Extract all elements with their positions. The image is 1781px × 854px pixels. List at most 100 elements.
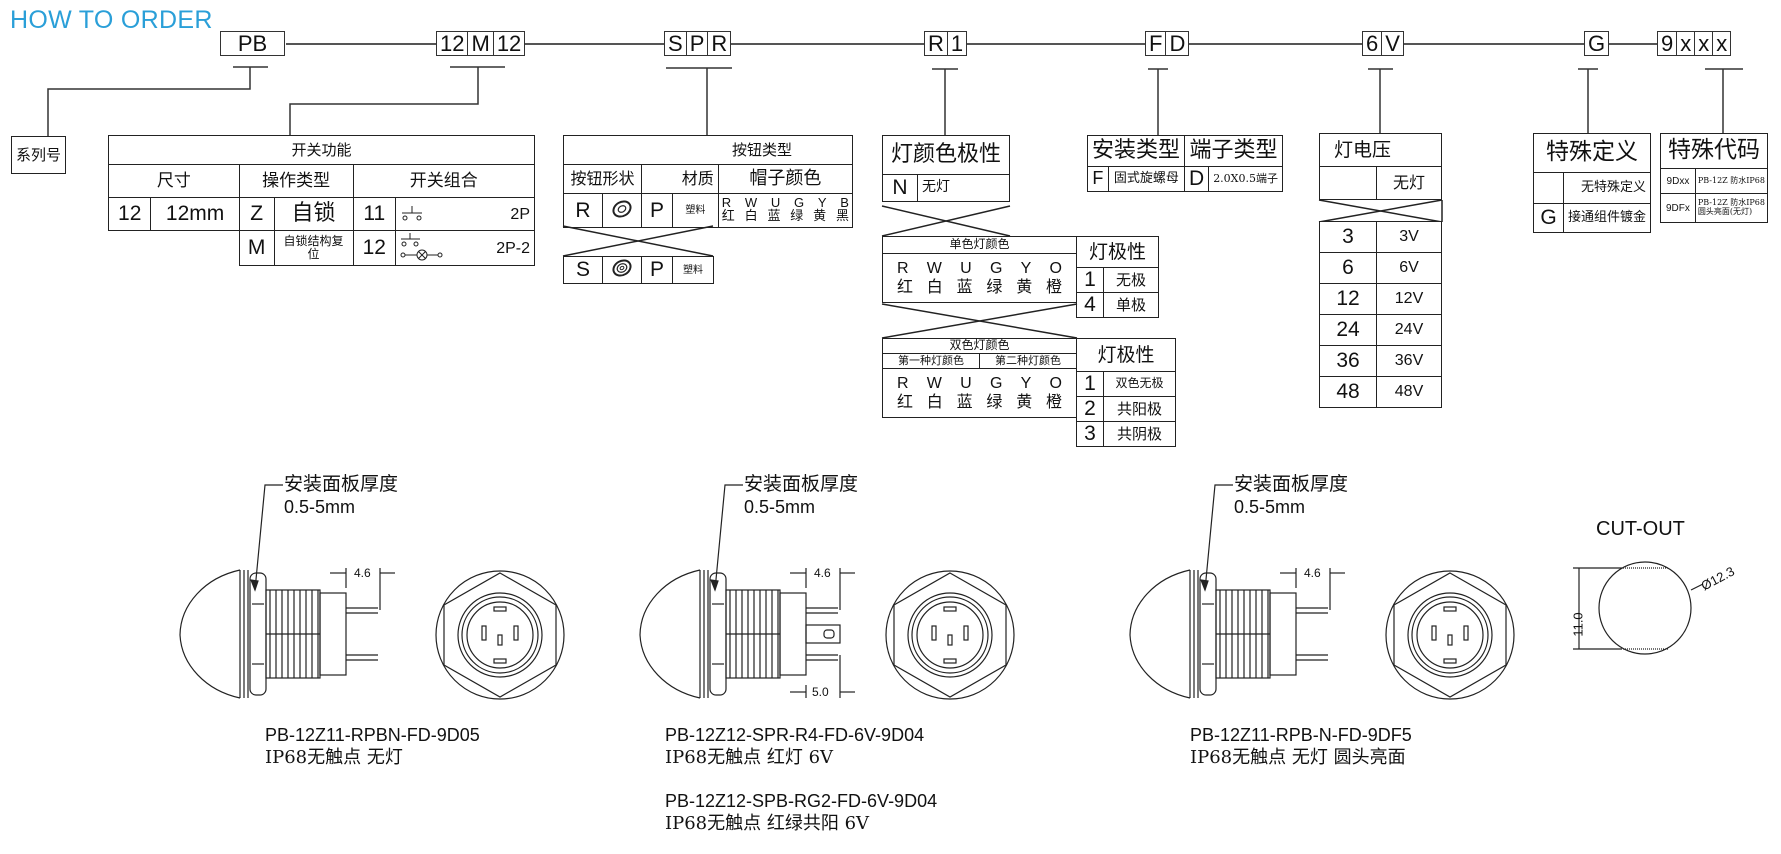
code-connector-line xyxy=(286,43,1666,45)
page-title: HOW TO ORDER xyxy=(10,6,213,34)
dimension-top: 4.6 xyxy=(354,566,371,580)
voltage-label: 6V xyxy=(1376,252,1442,284)
color-code: W xyxy=(744,195,758,210)
panel-thickness-label: 安装面板厚度 xyxy=(284,473,399,495)
color-code: U xyxy=(960,260,972,278)
code-cell: R xyxy=(928,30,944,56)
color-name: 白 xyxy=(926,277,943,296)
mount-terminal-table: 安装类型 端子类型 F 固式旋螺母 D 2.0X0.5端子 xyxy=(1086,135,1284,192)
size-code: 12 xyxy=(107,197,152,231)
switch-contact-icon xyxy=(402,206,422,221)
code-cell: S xyxy=(668,30,683,56)
cross-lines xyxy=(881,205,1011,237)
dimension-top: 4.6 xyxy=(1304,566,1321,580)
button-type-row-s: S P 塑料 xyxy=(563,256,714,284)
cross-lines xyxy=(1318,199,1443,223)
terminal-code: D xyxy=(1184,166,1210,192)
color-name: 黄 xyxy=(813,209,827,225)
special-def-code: G xyxy=(1533,203,1564,233)
switch-side-view xyxy=(1129,484,1515,700)
code-cell: 12 xyxy=(440,30,465,56)
polarity-code: 2 xyxy=(1076,396,1104,422)
no-lamp-label: 无灯 xyxy=(917,174,1010,202)
material-label: 塑料 xyxy=(672,193,719,228)
color-name: 白 xyxy=(926,392,943,411)
series-table: 系列号 xyxy=(10,136,67,174)
special-code-code: 9DFx xyxy=(1660,193,1696,223)
code-box-series: PB xyxy=(220,31,285,56)
second-color-label: 第二种灯颜色 xyxy=(979,353,1077,369)
col-cap: 帽子颜色 xyxy=(717,164,854,194)
code-box-lamp-color: R 1 xyxy=(924,30,968,56)
code-cell: 6 xyxy=(1366,30,1379,56)
cross-lines xyxy=(881,303,1078,339)
code-box-lamp-voltage: 6 V xyxy=(1362,31,1404,56)
color-code: R xyxy=(897,260,909,278)
terminal-title: 端子类型 xyxy=(1184,135,1284,167)
col-combo: 开关组合 xyxy=(352,164,536,198)
special-def-title: 特殊定义 xyxy=(1533,133,1651,173)
col-material: 材质 xyxy=(641,164,719,194)
material-code: P xyxy=(641,193,673,228)
panel-thickness-range: 0.5-5mm xyxy=(1234,497,1306,517)
cross-lines xyxy=(562,225,714,257)
voltage-code: 24 xyxy=(1319,314,1377,346)
code-box-mount-terminal: F D xyxy=(1145,31,1190,56)
polarity-title: 灯极性 xyxy=(1076,338,1176,372)
code-cell: R xyxy=(707,32,730,55)
material-label: 塑料 xyxy=(672,256,714,284)
op-label: 自锁结构复位 xyxy=(273,230,354,266)
model-description: IP68无触点 无灯 xyxy=(265,747,403,768)
model-description: IP68无触点 红灯 6V xyxy=(665,747,834,768)
code-cell: x xyxy=(1712,32,1730,55)
polarity-code: 4 xyxy=(1076,292,1104,318)
color-code: Y xyxy=(1020,260,1032,278)
panel-thickness-label: 安装面板厚度 xyxy=(744,473,859,495)
lamp-color-title: 灯颜色极性 xyxy=(882,135,1010,175)
col-shape: 按钮形状 xyxy=(563,164,642,194)
model-number: PB-12Z12-SPB-RG2-FD-6V-9D04 xyxy=(665,791,938,811)
mount-label: 固式旋螺母 xyxy=(1107,166,1186,192)
color-name: 蓝 xyxy=(956,392,973,411)
polarity-label: 共阳极 xyxy=(1103,396,1176,422)
double-ring-icon xyxy=(602,256,642,284)
voltage-label: 36V xyxy=(1376,345,1442,377)
code-box-special-def: G xyxy=(1584,31,1610,56)
combo-code: 12 xyxy=(352,230,397,266)
op-label: 自锁 xyxy=(273,197,354,231)
mount-title: 安装类型 xyxy=(1086,135,1186,167)
color-name: 橙 xyxy=(1045,277,1062,296)
voltage-label: 24V xyxy=(1376,314,1442,346)
voltage-label: 48V xyxy=(1376,376,1442,408)
code-cell: PB xyxy=(237,30,268,56)
model-number: PB-12Z12-SPR-R4-FD-6V-9D04 xyxy=(665,725,925,745)
model-number: PB-12Z11-RPBN-FD-9D05 xyxy=(265,725,480,745)
voltage-none-label: 无灯 xyxy=(1376,166,1442,200)
op-code: Z xyxy=(238,197,275,231)
dimension-top: 4.6 xyxy=(814,566,831,580)
polarity-label: 无极 xyxy=(1103,267,1159,293)
polarity-label: 单极 xyxy=(1103,292,1159,318)
special-code-title: 特殊代码 xyxy=(1660,133,1768,169)
button-type-title: 按钮类型 xyxy=(563,135,853,165)
color-code: O xyxy=(1049,260,1062,278)
lamp-color-table: 灯颜色极性 N 无灯 xyxy=(882,135,1010,202)
color-name: 黄 xyxy=(1016,277,1033,296)
color-name: 红 xyxy=(897,392,914,411)
panel-thickness-range: 0.5-5mm xyxy=(284,497,356,517)
special-code-label: PB-12Z 防水IP68 圆头亮面(无灯) xyxy=(1694,193,1769,223)
col-op: 操作类型 xyxy=(238,164,354,198)
switch-function-title: 开关功能 xyxy=(108,135,535,165)
color-name: 红 xyxy=(897,277,914,296)
op-code: M xyxy=(238,230,275,266)
